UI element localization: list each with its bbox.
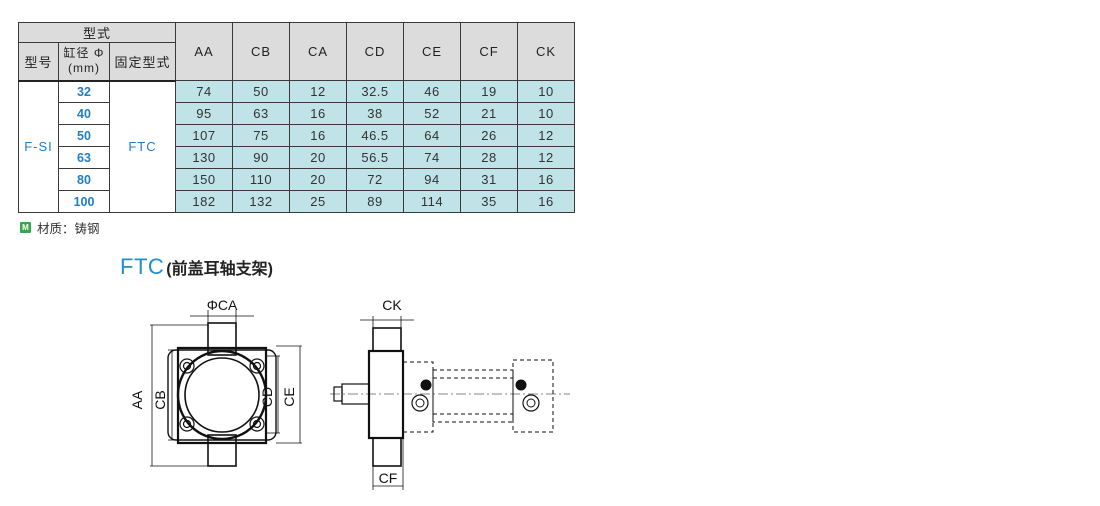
value-cell: 114 xyxy=(403,190,461,213)
header-type-group: 型式 xyxy=(18,22,176,43)
value-cell: 46 xyxy=(403,80,461,103)
value-cell: 32.5 xyxy=(346,80,404,103)
label-ce: CE xyxy=(281,387,297,406)
value-cell: 10 xyxy=(517,102,575,125)
value-cell: 89 xyxy=(346,190,404,213)
value-cell: 150 xyxy=(175,168,233,191)
value-cell: 94 xyxy=(403,168,461,191)
table-row: 50 107 75 16 46.5 64 26 12 xyxy=(19,124,575,147)
value-cell: 38 xyxy=(346,102,404,125)
table-row: 40 95 63 16 38 52 21 10 xyxy=(19,102,575,125)
value-cell: 95 xyxy=(175,102,233,125)
title-code: FTC xyxy=(120,254,165,279)
value-cell: 19 xyxy=(460,80,518,103)
label-cb: CB xyxy=(152,390,168,409)
table-row: F-SI 32 FTC 74 50 12 32.5 46 19 10 xyxy=(18,80,575,213)
header-dim-cd: CD xyxy=(346,22,404,81)
bore-cell: 63 xyxy=(58,146,110,169)
header-bore-line1: 缸径 Φ xyxy=(63,46,105,61)
material-note: M 材质：铸钢 xyxy=(20,218,100,237)
value-cell: 12 xyxy=(289,80,347,103)
value-cell: 63 xyxy=(232,102,290,125)
value-cell: 25 xyxy=(289,190,347,213)
value-cell: 110 xyxy=(232,168,290,191)
section-title: FTC (前盖耳轴支架) xyxy=(120,254,273,280)
value-cell: 26 xyxy=(460,124,518,147)
bore-cell: 32 xyxy=(58,80,110,103)
value-cell: 16 xyxy=(517,168,575,191)
label-ck: CK xyxy=(382,297,402,313)
mount-cell: FTC xyxy=(109,80,176,213)
value-cell: 74 xyxy=(175,80,233,103)
value-cell: 12 xyxy=(517,146,575,169)
value-cell: 31 xyxy=(460,168,518,191)
value-cell: 16 xyxy=(289,102,347,125)
value-cell: 75 xyxy=(232,124,290,147)
header-dim-ce: CE xyxy=(403,22,461,81)
value-cell: 16 xyxy=(289,124,347,147)
value-cell: 10 xyxy=(517,80,575,103)
table-row: 100 182 132 25 89 114 35 16 xyxy=(19,190,575,213)
value-cell: 21 xyxy=(460,102,518,125)
value-cell: 64 xyxy=(403,124,461,147)
value-cell: 56.5 xyxy=(346,146,404,169)
table-row: 63 130 90 20 56.5 74 28 12 xyxy=(19,146,575,169)
value-cell: 107 xyxy=(175,124,233,147)
label-aa: AA xyxy=(129,390,145,409)
header-dim-ck: CK xyxy=(517,22,575,81)
material-text: 材质：铸钢 xyxy=(37,222,100,236)
value-cell: 74 xyxy=(403,146,461,169)
table-row: 80 150 110 20 72 94 31 16 xyxy=(19,168,575,191)
trunnion-bracket-drawing: ΦCA AA CB CD CE CK CF xyxy=(129,297,570,490)
bore-cell: 100 xyxy=(58,190,110,213)
header-bore-line2: (mm) xyxy=(68,61,100,76)
value-cell: 52 xyxy=(403,102,461,125)
title-desc: (前盖耳轴支架) xyxy=(166,261,273,278)
bore-cell: 80 xyxy=(58,168,110,191)
material-icon: M xyxy=(20,222,31,233)
value-cell: 20 xyxy=(289,146,347,169)
value-cell: 20 xyxy=(289,168,347,191)
spec-table: 型式 AA CB CA CD CE CF CK 型号 缸径 Φ (mm) 固定型… xyxy=(18,22,575,213)
value-cell: 35 xyxy=(460,190,518,213)
bore-cell: 40 xyxy=(58,102,110,125)
value-cell: 16 xyxy=(517,190,575,213)
header-mount: 固定型式 xyxy=(109,42,176,82)
header-dim-aa: AA xyxy=(175,22,233,81)
label-cf: CF xyxy=(379,470,398,486)
bore-cell: 50 xyxy=(58,124,110,147)
label-phi-ca: ΦCA xyxy=(207,297,238,313)
value-cell: 28 xyxy=(460,146,518,169)
header-dim-cb: CB xyxy=(232,22,290,81)
value-cell: 72 xyxy=(346,168,404,191)
value-cell: 46.5 xyxy=(346,124,404,147)
label-cd: CD xyxy=(259,387,275,407)
value-cell: 182 xyxy=(175,190,233,213)
value-cell: 130 xyxy=(175,146,233,169)
header-model: 型号 xyxy=(18,42,59,82)
header-bore: 缸径 Φ (mm) xyxy=(58,42,110,82)
header-dim-cf: CF xyxy=(460,22,518,81)
value-cell: 12 xyxy=(517,124,575,147)
model-cell: F-SI xyxy=(18,80,59,213)
value-cell: 50 xyxy=(232,80,290,103)
value-cell: 132 xyxy=(232,190,290,213)
header-dim-ca: CA xyxy=(289,22,347,81)
value-cell: 90 xyxy=(232,146,290,169)
